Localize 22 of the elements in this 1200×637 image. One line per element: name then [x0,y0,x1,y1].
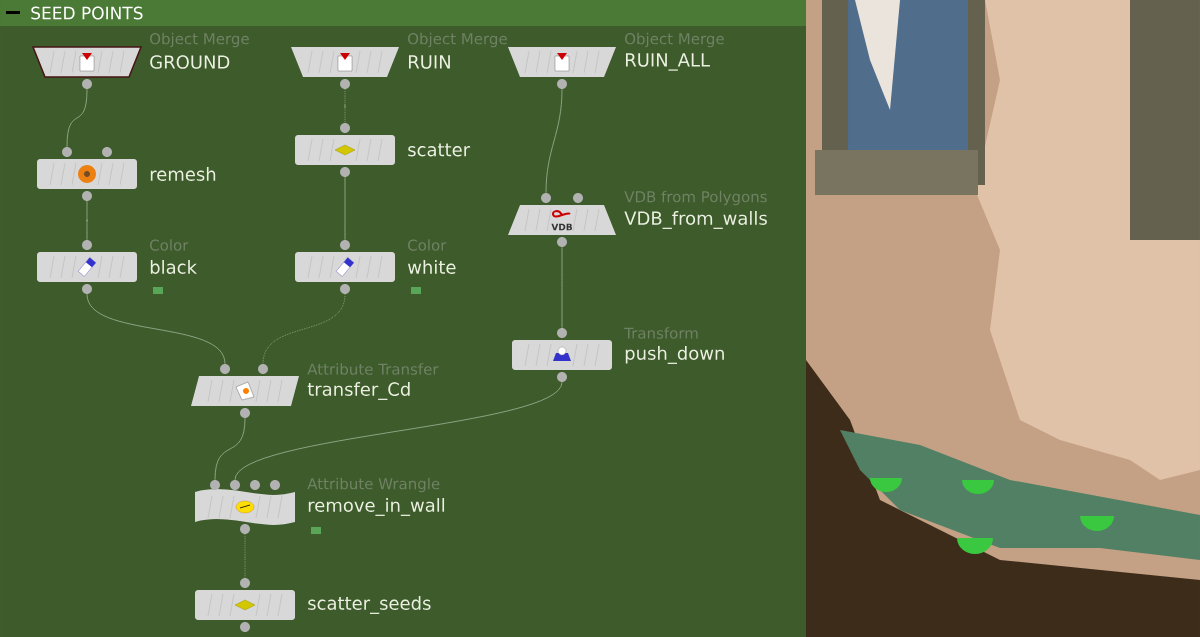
node-name: push_down [625,346,724,364]
node-type-label: VDB from Polygons [624,190,767,206]
node-type-label: Attribute Wrangle [307,477,440,493]
node-type-label: Transform [624,327,698,339]
node-name: remove_in_wall [308,498,445,516]
node-type-label: Object Merge [408,32,507,48]
network-title: SEED POINTS [31,6,143,20]
node-name: RUIN [409,55,450,69]
node-type-label: Color [150,239,189,251]
node-name: VDB_from_walls [624,211,767,229]
node-name: transfer_Cd [307,382,410,400]
node-type-label: Object Merge [625,32,724,48]
node-name: GROUND [150,55,230,69]
node-name: RUIN_ALL [626,53,710,71]
node-type-label: Color [408,239,447,251]
node-name: black [150,260,197,274]
node-name: white [407,260,456,274]
node-type-label: Attribute Transfer [307,363,439,375]
node-name: scatter [408,143,471,157]
node-name: scatter_seeds [308,596,431,614]
node-name: remesh [150,167,216,181]
node-type-label: Object Merge [150,32,249,48]
